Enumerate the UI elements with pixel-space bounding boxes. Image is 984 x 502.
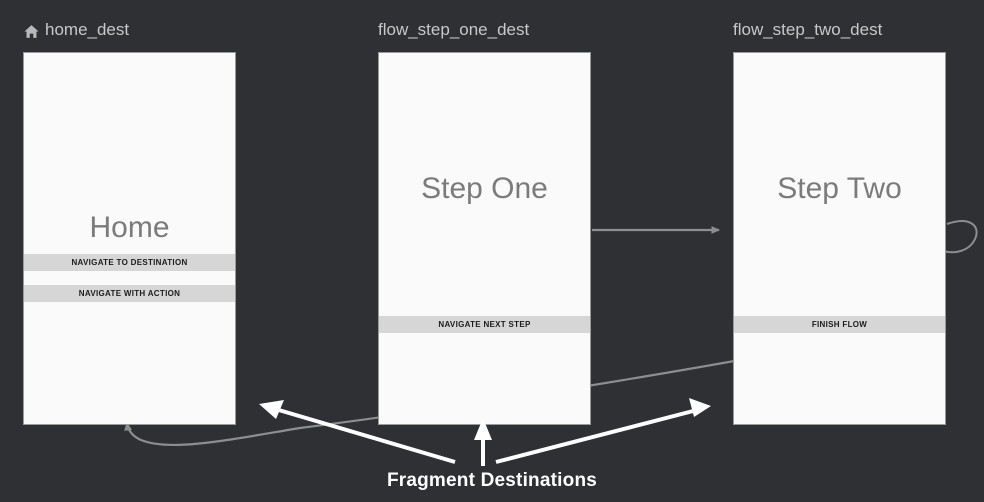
destination-label-home-dest: home_dest	[23, 18, 129, 42]
button-navigate-with-action[interactable]: NAVIGATE WITH ACTION	[24, 285, 235, 302]
screen-title: Step One	[421, 172, 548, 205]
destination-preview-flow-step-two-dest[interactable]: Step Two FINISH FLOW	[733, 52, 946, 425]
destination-label-flow-step-two-dest: flow_step_two_dest	[733, 18, 882, 42]
destination-preview-home-dest[interactable]: Home NAVIGATE TO DESTINATION NAVIGATE WI…	[23, 52, 236, 425]
destination-preview-flow-step-one-dest[interactable]: Step One NAVIGATE NEXT STEP	[378, 52, 591, 425]
annotation-arrow-to-flow-step-one-dest	[474, 418, 492, 466]
button-navigate-next-step[interactable]: NAVIGATE NEXT STEP	[379, 316, 590, 333]
screen-title: Home	[89, 211, 170, 244]
button-finish-flow[interactable]: FINISH FLOW	[734, 316, 945, 333]
destination-label-text: flow_step_two_dest	[733, 20, 883, 39]
caption-fragment-destinations: Fragment Destinations	[386, 470, 598, 491]
destination-label-text: flow_step_one_dest	[378, 20, 530, 39]
destination-label-flow-step-one-dest: flow_step_one_dest	[378, 18, 529, 42]
screen-title: Step Two	[777, 172, 902, 205]
button-navigate-to-destination[interactable]: NAVIGATE TO DESTINATION	[24, 254, 235, 271]
destination-label-text: home_dest	[45, 20, 130, 39]
edge-step-two-self-loop	[943, 220, 978, 254]
home-icon	[23, 23, 40, 40]
